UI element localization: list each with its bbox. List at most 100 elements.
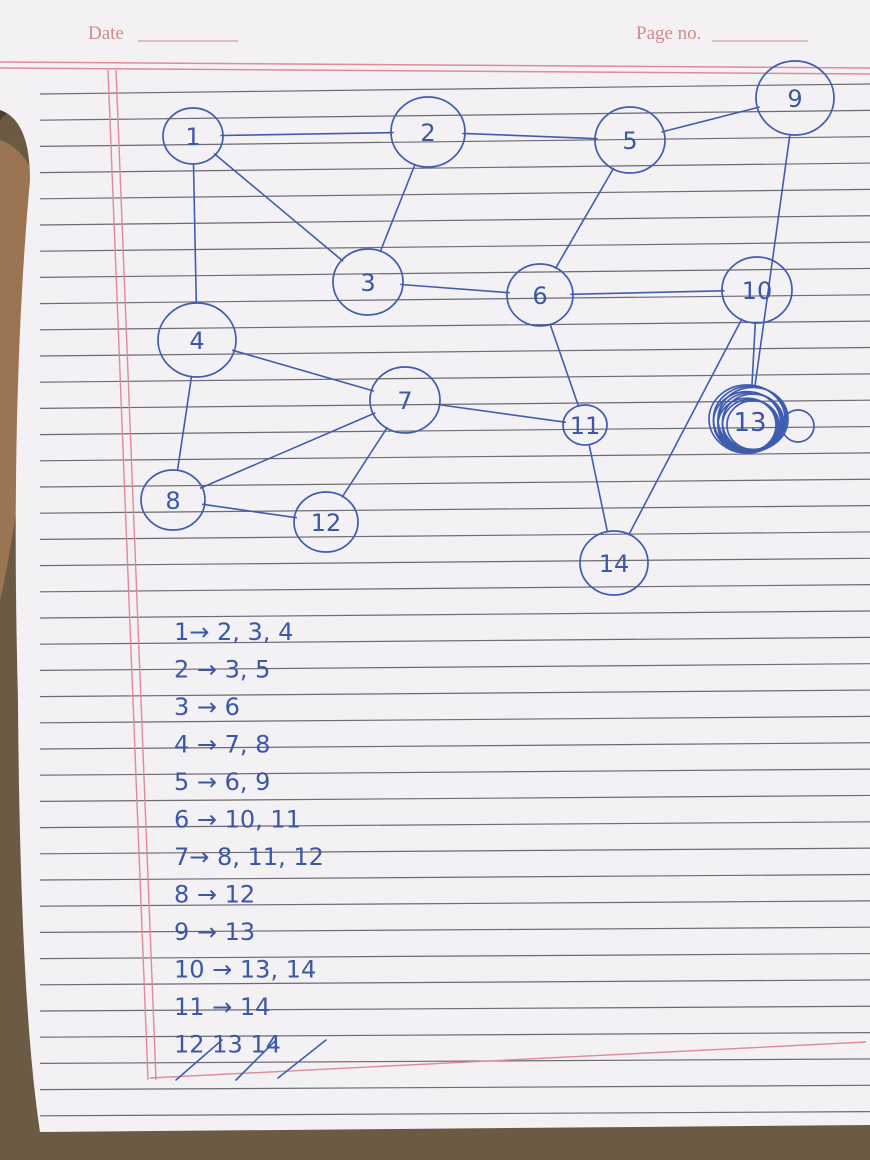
node-circle (579, 530, 649, 596)
ruled-line (39, 742, 870, 750)
ruled-line (39, 83, 870, 95)
node-circle (293, 491, 359, 553)
ruled-line (39, 267, 870, 278)
margin-lines (0, 61, 870, 1081)
node-circle (162, 107, 224, 165)
graph-node-2: 2 (390, 96, 466, 168)
ruled-line (39, 1084, 870, 1091)
ruled-line (39, 1031, 870, 1038)
node-label: 4 (189, 327, 204, 355)
node-circle (594, 106, 666, 174)
ruled-line (39, 1111, 870, 1117)
graph-node-6: 6 (506, 263, 574, 327)
node-circle (562, 404, 608, 446)
graph-edges (176, 106, 791, 536)
graph-node-14: 14 (579, 530, 649, 596)
adjacency-row: 7→ 8, 11, 12 (174, 843, 324, 871)
edge-6-10 (570, 289, 725, 296)
ruled-line (39, 900, 870, 907)
ruled-line (39, 952, 870, 960)
graph-node-7: 7 (369, 366, 441, 434)
edge-5-6 (554, 167, 615, 270)
graph-node-11: 11 (562, 404, 608, 446)
node-label: 14 (599, 550, 630, 578)
node-label: 6 (532, 282, 547, 310)
graph-node-3: 3 (332, 248, 404, 316)
edge-7-11 (436, 403, 567, 424)
node-label: 2 (420, 119, 435, 147)
ruled-line (39, 373, 870, 383)
node-label: 13 (733, 408, 766, 438)
graph-node-4: 4 (157, 302, 237, 378)
edge-5-9 (661, 106, 760, 133)
edge-6-11 (549, 323, 580, 407)
graph-node-12: 12 (293, 491, 359, 553)
ruled-line (39, 1058, 870, 1065)
node-circle (390, 96, 466, 168)
edge-1-2 (220, 131, 394, 137)
edge-7-8 (199, 412, 376, 489)
paper-sheet (0, 0, 870, 1132)
ruled-line (39, 847, 870, 855)
node-label: 7 (397, 387, 412, 415)
ruled-lines (39, 83, 870, 1117)
ruled-line (39, 663, 870, 672)
node-label: 9 (787, 85, 802, 113)
ruled-line (39, 768, 870, 776)
graph-node-9: 9 (755, 60, 835, 136)
ruled-line (39, 425, 870, 436)
node-circle (755, 60, 835, 136)
ruled-line (39, 162, 870, 174)
node-label: 10 (742, 277, 773, 305)
node-circle (721, 256, 793, 324)
edge-10-13 (751, 322, 757, 385)
node-scribble-ring (781, 409, 815, 443)
strike-mark (235, 1039, 277, 1081)
graph-node-10: 10 (721, 256, 793, 324)
edge-1-4 (192, 163, 198, 304)
ruled-line (39, 794, 870, 803)
adjacency-row: 6 → 10, 11 (174, 806, 301, 834)
date-label: Date (88, 23, 124, 44)
edge-4-8 (176, 375, 193, 472)
strike-mark (277, 1039, 327, 1079)
node-circle (506, 263, 574, 327)
ruled-line (39, 505, 870, 514)
graph-node-5: 5 (594, 106, 666, 174)
node-circle (369, 366, 441, 434)
edge-8-12 (201, 503, 298, 519)
node-label: 8 (165, 487, 180, 515)
ruled-line (39, 241, 870, 252)
adjacency-row: 9 → 13 (174, 918, 255, 946)
ruled-line (39, 188, 870, 200)
ruled-line (39, 320, 870, 331)
ruled-line (39, 584, 870, 593)
edge-11-14 (588, 443, 609, 533)
adjacency-row: 11 → 14 (174, 993, 270, 1021)
adjacency-row: 10 → 13, 14 (174, 956, 316, 984)
ruled-line (39, 821, 870, 829)
edge-10-14 (627, 318, 743, 536)
ruled-line (39, 1005, 870, 1012)
ruled-line (39, 294, 870, 305)
ruled-line (39, 346, 870, 357)
ruled-line (39, 531, 870, 541)
ruled-line (39, 873, 870, 881)
node-label: 1 (185, 123, 200, 151)
ruled-line (39, 610, 870, 619)
ruled-line (39, 689, 870, 698)
node-label: 12 (311, 509, 342, 537)
node-circle (332, 248, 404, 316)
adjacency-row: 5 → 6, 9 (174, 768, 270, 796)
ruled-line (39, 715, 870, 724)
node-scribble-ring (721, 398, 779, 452)
page-no-label: Page no. (636, 23, 701, 44)
adjacency-row: 3 → 6 (174, 693, 240, 721)
adjacency-row: 12 13 14 (174, 1031, 281, 1059)
graph-node-8: 8 (140, 469, 206, 531)
edge-2-3 (379, 163, 416, 253)
edge-2-5 (462, 132, 598, 140)
adjacency-row: 8 → 12 (174, 881, 255, 909)
